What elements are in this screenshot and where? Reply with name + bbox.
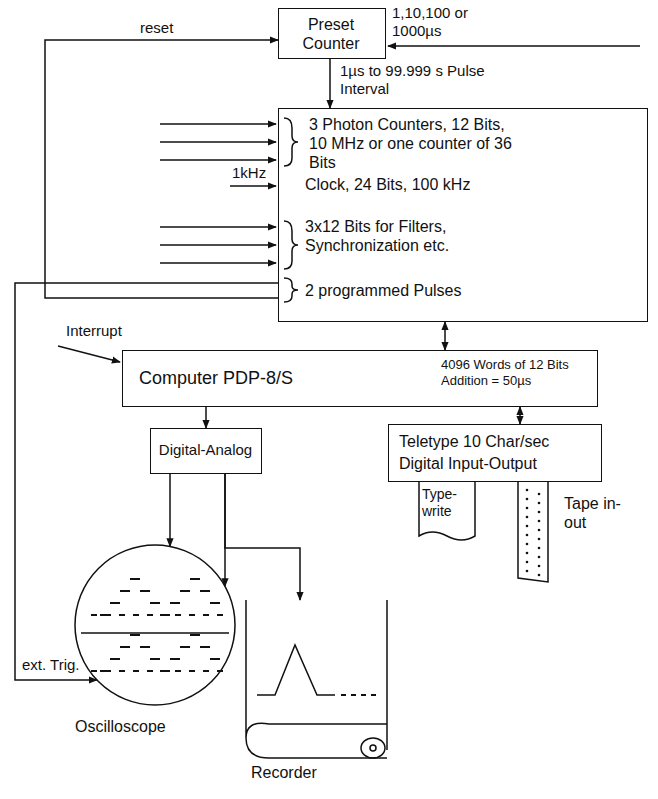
input-arrow — [160, 244, 276, 246]
counter-box: Preset Counter — [278, 8, 386, 59]
scope-outline — [75, 545, 235, 745]
signal-label: Interrupt — [66, 322, 146, 340]
input-arrow — [160, 226, 276, 228]
node-text: Teletype 10 Char/sec — [399, 432, 595, 451]
signal-label: 1,10,100 or 1000µs — [392, 4, 474, 40]
paper-sheet: Type-write — [418, 482, 476, 544]
bracket — [284, 278, 298, 302]
node-text: 3x12 Bits for Filters, Synchronization e… — [305, 217, 555, 255]
connector — [225, 474, 300, 600]
connector — [15, 283, 278, 680]
connector — [444, 322, 446, 350]
node-text: Clock, 24 Bits, 100 kHz — [305, 175, 625, 194]
bracket — [284, 118, 298, 166]
node-text: Tape in-out — [564, 494, 626, 532]
interrupt-arrow — [58, 346, 120, 362]
node-text: Type-write — [422, 486, 474, 520]
connector — [205, 407, 207, 428]
edge-label: reset — [140, 19, 200, 37]
node-text: Computer PDP-8/S — [139, 368, 379, 390]
converter-box: Digital-Analog — [150, 428, 262, 474]
oscilloscope-screen: Oscilloscope — [75, 545, 235, 745]
input-arrow — [160, 141, 276, 143]
input-arrow — [160, 262, 276, 264]
connector — [519, 407, 521, 424]
computer-box: Computer PDP-8/S 4096 Words of 12 Bits Ad… — [122, 350, 598, 407]
input-arrow — [230, 185, 276, 187]
tape-outline — [510, 482, 556, 582]
node-text: 4096 Words of 12 Bits Addition = 50µs — [441, 357, 591, 388]
signal-label: 1kHz — [232, 164, 276, 182]
node-text: Preset Counter — [279, 15, 383, 53]
input-arrow — [160, 123, 276, 125]
edge-label: 1µs to 99.999 s Pulse Interval — [340, 62, 520, 98]
connector — [45, 40, 278, 298]
node-text: Digital-Analog — [151, 441, 260, 459]
bracket — [284, 221, 298, 269]
teletype-box: Teletype 10 Char/secDigital Input-Output — [388, 424, 602, 482]
interface-box: 3 Photon Counters, 12 Bits, 10 MHz or on… — [278, 108, 648, 322]
chart-recorder: Recorder — [245, 600, 390, 785]
node-text: Digital Input-Output — [399, 454, 595, 473]
node-text: 2 programmed Pulses — [305, 281, 625, 300]
node-text: Recorder — [251, 763, 381, 782]
node-text: Oscilloscope — [75, 717, 235, 736]
paper-tape: Tape in-out — [510, 482, 556, 582]
connector — [169, 474, 171, 546]
node-text: 3 Photon Counters, 12 Bits, 10 MHz or on… — [309, 115, 524, 173]
recorder-outline — [245, 600, 390, 785]
input-arrow — [388, 45, 640, 47]
edge-label: ext. Trig. — [22, 656, 94, 674]
connector — [329, 59, 331, 108]
input-arrow — [160, 159, 276, 161]
